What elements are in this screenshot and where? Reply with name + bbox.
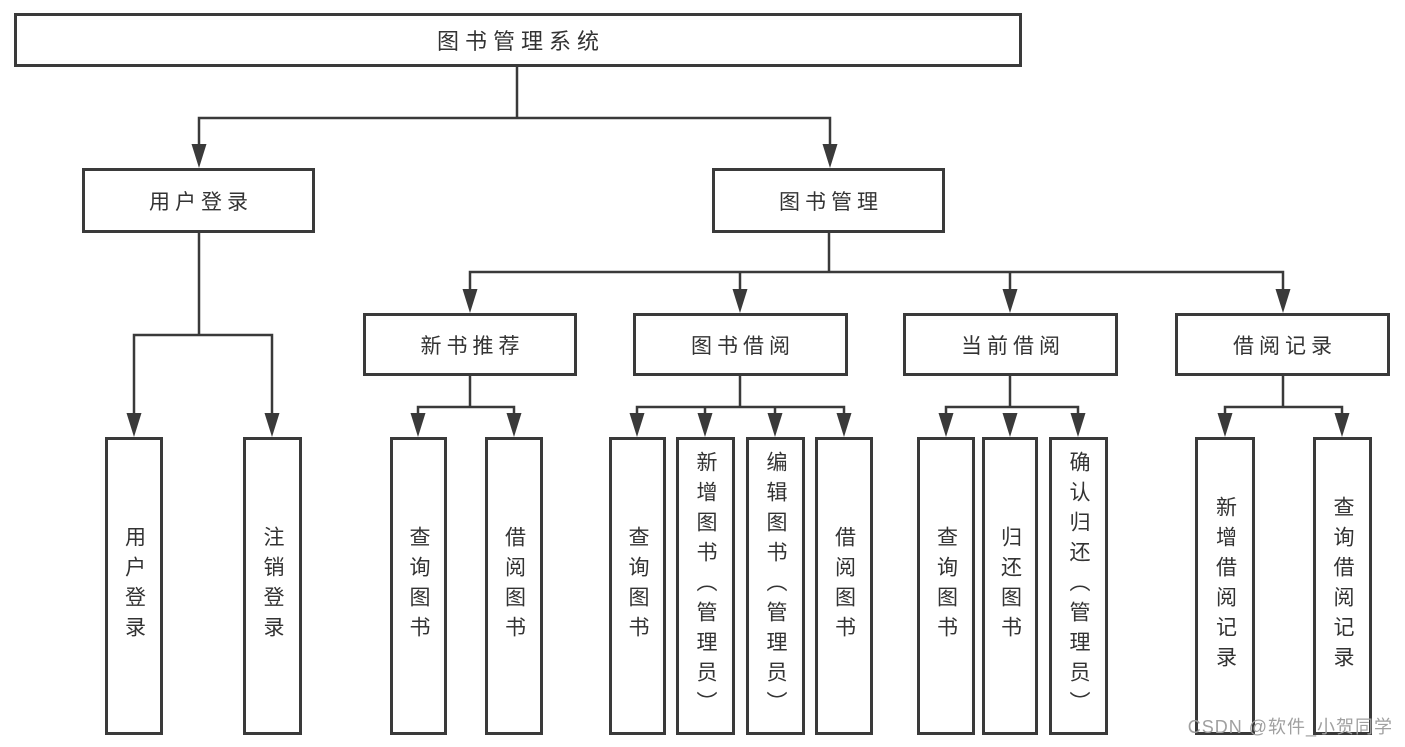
arrow-down-icon xyxy=(697,413,713,437)
arrow-down-icon xyxy=(767,413,783,437)
node-label: 图书管理系统 xyxy=(436,29,605,54)
node-user-login: 用户登录 xyxy=(82,168,315,233)
leaf-recommend-borrow-books: 借阅图书 xyxy=(485,437,543,735)
node-label: 借阅记录 xyxy=(1233,334,1337,358)
node-label: 归还图书 xyxy=(998,526,1022,646)
leaf-current-query-books: 查询图书 xyxy=(917,437,975,735)
leaf-borrowing-query-books: 查询图书 xyxy=(609,437,666,735)
leaf-recommend-query-books: 查询图书 xyxy=(390,437,447,735)
arrow-down-icon xyxy=(1334,413,1350,437)
leaf-current-return-books: 归还图书 xyxy=(982,437,1038,735)
node-borrowing-records: 借阅记录 xyxy=(1175,313,1390,376)
connector-paths xyxy=(132,64,1344,417)
arrow-down-icon xyxy=(1070,413,1086,437)
arrow-down-icon xyxy=(506,413,522,437)
node-label: 当前借阅 xyxy=(961,334,1065,358)
leaf-borrowing-add-books-admin: 新增图书（管理员） xyxy=(676,437,735,735)
node-label: 查询借阅记录 xyxy=(1331,496,1354,676)
node-new-book-recommendation: 新书推荐 xyxy=(363,313,577,376)
arrow-down-icon xyxy=(462,289,478,313)
node-label: 借阅图书 xyxy=(502,526,526,646)
arrow-down-icon xyxy=(938,413,954,437)
node-label: 编辑图书（管理员） xyxy=(764,451,787,721)
leaf-records-query-record: 查询借阅记录 xyxy=(1313,437,1372,735)
node-label: 确认归还（管理员） xyxy=(1067,451,1090,721)
node-system-root: 图书管理系统 xyxy=(14,13,1022,67)
node-label: 图书借阅 xyxy=(691,334,795,358)
node-label: 新增图书（管理员） xyxy=(694,451,717,721)
arrow-down-icon xyxy=(1275,289,1291,313)
node-label: 新书推荐 xyxy=(420,334,525,358)
leaf-records-add-record: 新增借阅记录 xyxy=(1195,437,1255,735)
node-label: 借阅图书 xyxy=(832,526,856,646)
node-book-management: 图书管理 xyxy=(712,168,945,233)
node-label: 图书管理 xyxy=(779,190,883,214)
arrow-down-icon xyxy=(126,413,142,437)
arrow-down-icon xyxy=(836,413,852,437)
node-book-borrowing: 图书借阅 xyxy=(633,313,848,376)
arrowheads xyxy=(126,144,1350,437)
node-label: 用户登录 xyxy=(149,190,253,214)
arrow-down-icon xyxy=(1002,289,1018,313)
leaf-user-login: 用户登录 xyxy=(105,437,163,735)
arrow-down-icon xyxy=(410,413,426,437)
leaf-borrowing-borrow-books: 借阅图书 xyxy=(815,437,873,735)
leaf-borrowing-edit-books-admin: 编辑图书（管理员） xyxy=(746,437,805,735)
arrow-down-icon xyxy=(629,413,645,437)
leaf-logout: 注销登录 xyxy=(243,437,302,735)
node-label: 注销登录 xyxy=(261,526,284,646)
leaf-current-confirm-return-admin: 确认归还（管理员） xyxy=(1049,437,1108,735)
arrow-down-icon xyxy=(822,144,838,168)
arrow-down-icon xyxy=(191,144,207,168)
node-label: 新增借阅记录 xyxy=(1213,496,1237,676)
arrow-down-icon xyxy=(1217,413,1233,437)
arrow-down-icon xyxy=(264,413,280,437)
node-label: 查询图书 xyxy=(934,526,958,646)
node-current-borrowing: 当前借阅 xyxy=(903,313,1118,376)
node-label: 查询图书 xyxy=(626,526,649,646)
watermark: CSDN @软件_小贺同学 xyxy=(1187,717,1393,737)
arrow-down-icon xyxy=(732,289,748,313)
arrow-down-icon xyxy=(1002,413,1018,437)
node-label: 查询图书 xyxy=(407,526,430,646)
node-label: 用户登录 xyxy=(122,526,146,646)
